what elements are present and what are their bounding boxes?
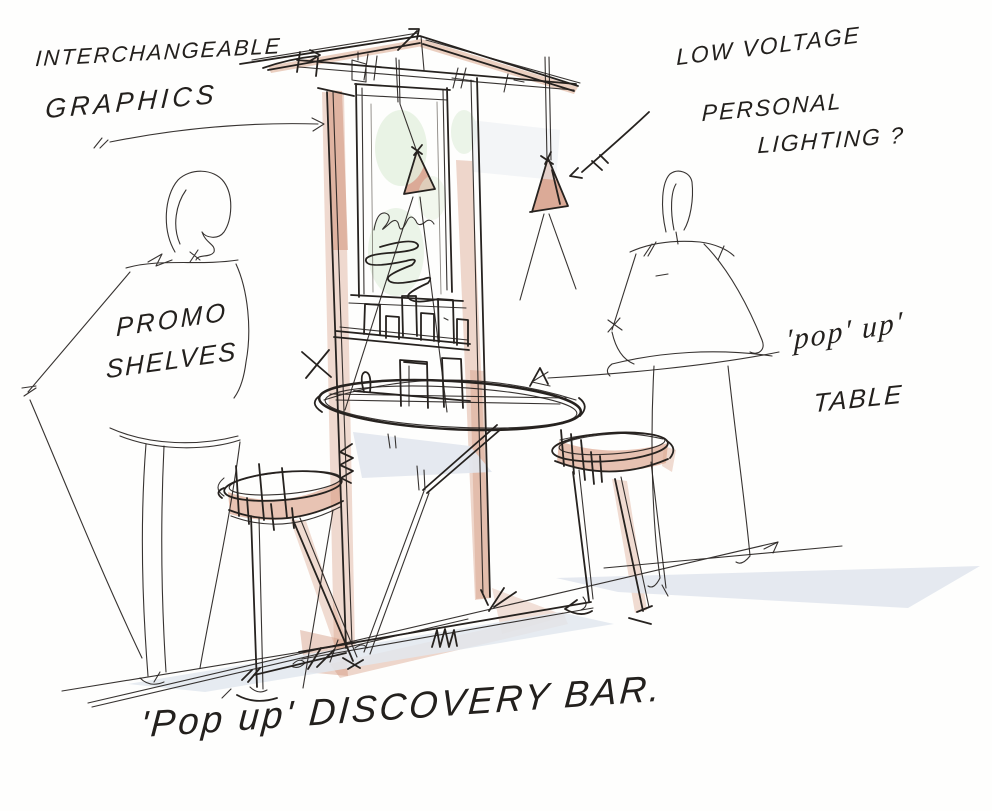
graphics-panel [348,83,467,309]
base-frame [241,587,594,683]
panel-scribble-script [373,212,435,231]
x-mark [301,349,332,379]
frame-posts [317,77,491,663]
arrow-graphics-short [262,49,321,69]
pendant-lamp-left [344,57,448,413]
figure-left [21,170,250,685]
pendant-lamp-right [519,56,577,301]
arrow-table [529,351,780,387]
figure-right [606,170,773,588]
stool-left [217,463,364,702]
arrow-lighting [569,111,650,179]
arrow-graphics-long [93,117,325,149]
promo-shelf-upper [333,295,471,351]
ground-lines [61,541,843,708]
panel-scribble-spiral [365,240,439,303]
canopy-frame [239,28,581,93]
popup-table [313,378,586,655]
hatch-scribble [431,628,458,648]
promo-shelf-lower [301,349,471,409]
